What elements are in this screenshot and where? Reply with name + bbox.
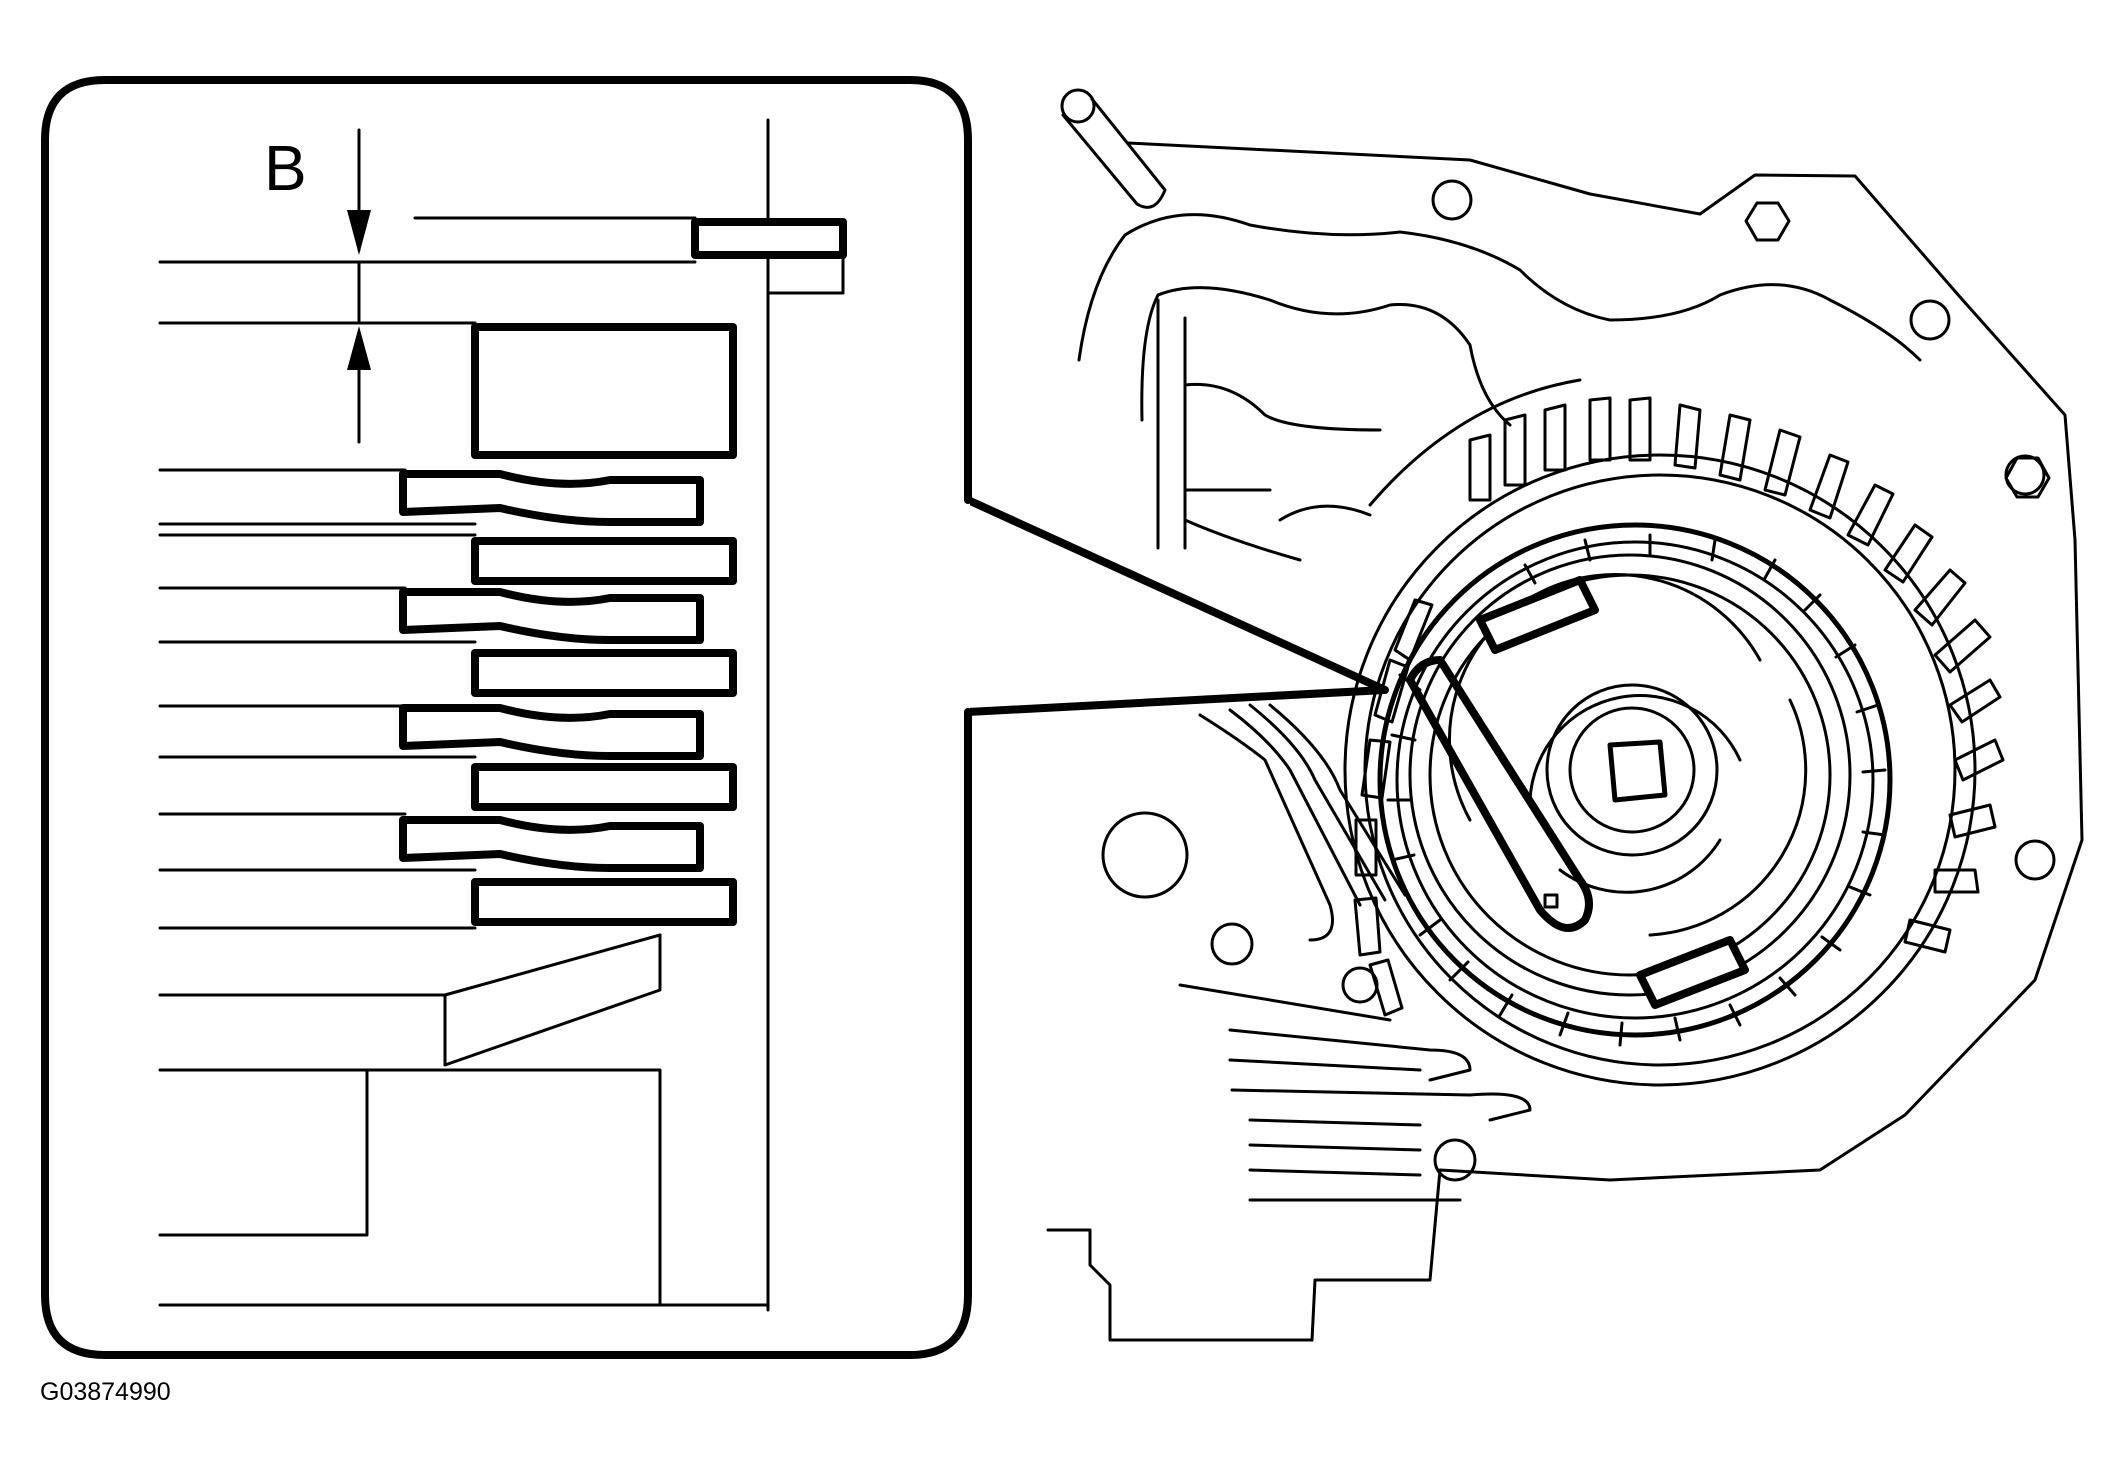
- transaxle-case-illustration: [1046, 88, 2084, 1342]
- figure-code: G03874990: [40, 1378, 171, 1406]
- measuring-tool: [1406, 576, 1749, 1009]
- dimension-label: B: [264, 132, 307, 204]
- clutch-drum: [1343, 453, 1977, 1087]
- clutch-pack: [158, 468, 737, 930]
- dimension-b-marker: B: [264, 128, 371, 444]
- detail-inset: B: [41, 76, 1389, 1359]
